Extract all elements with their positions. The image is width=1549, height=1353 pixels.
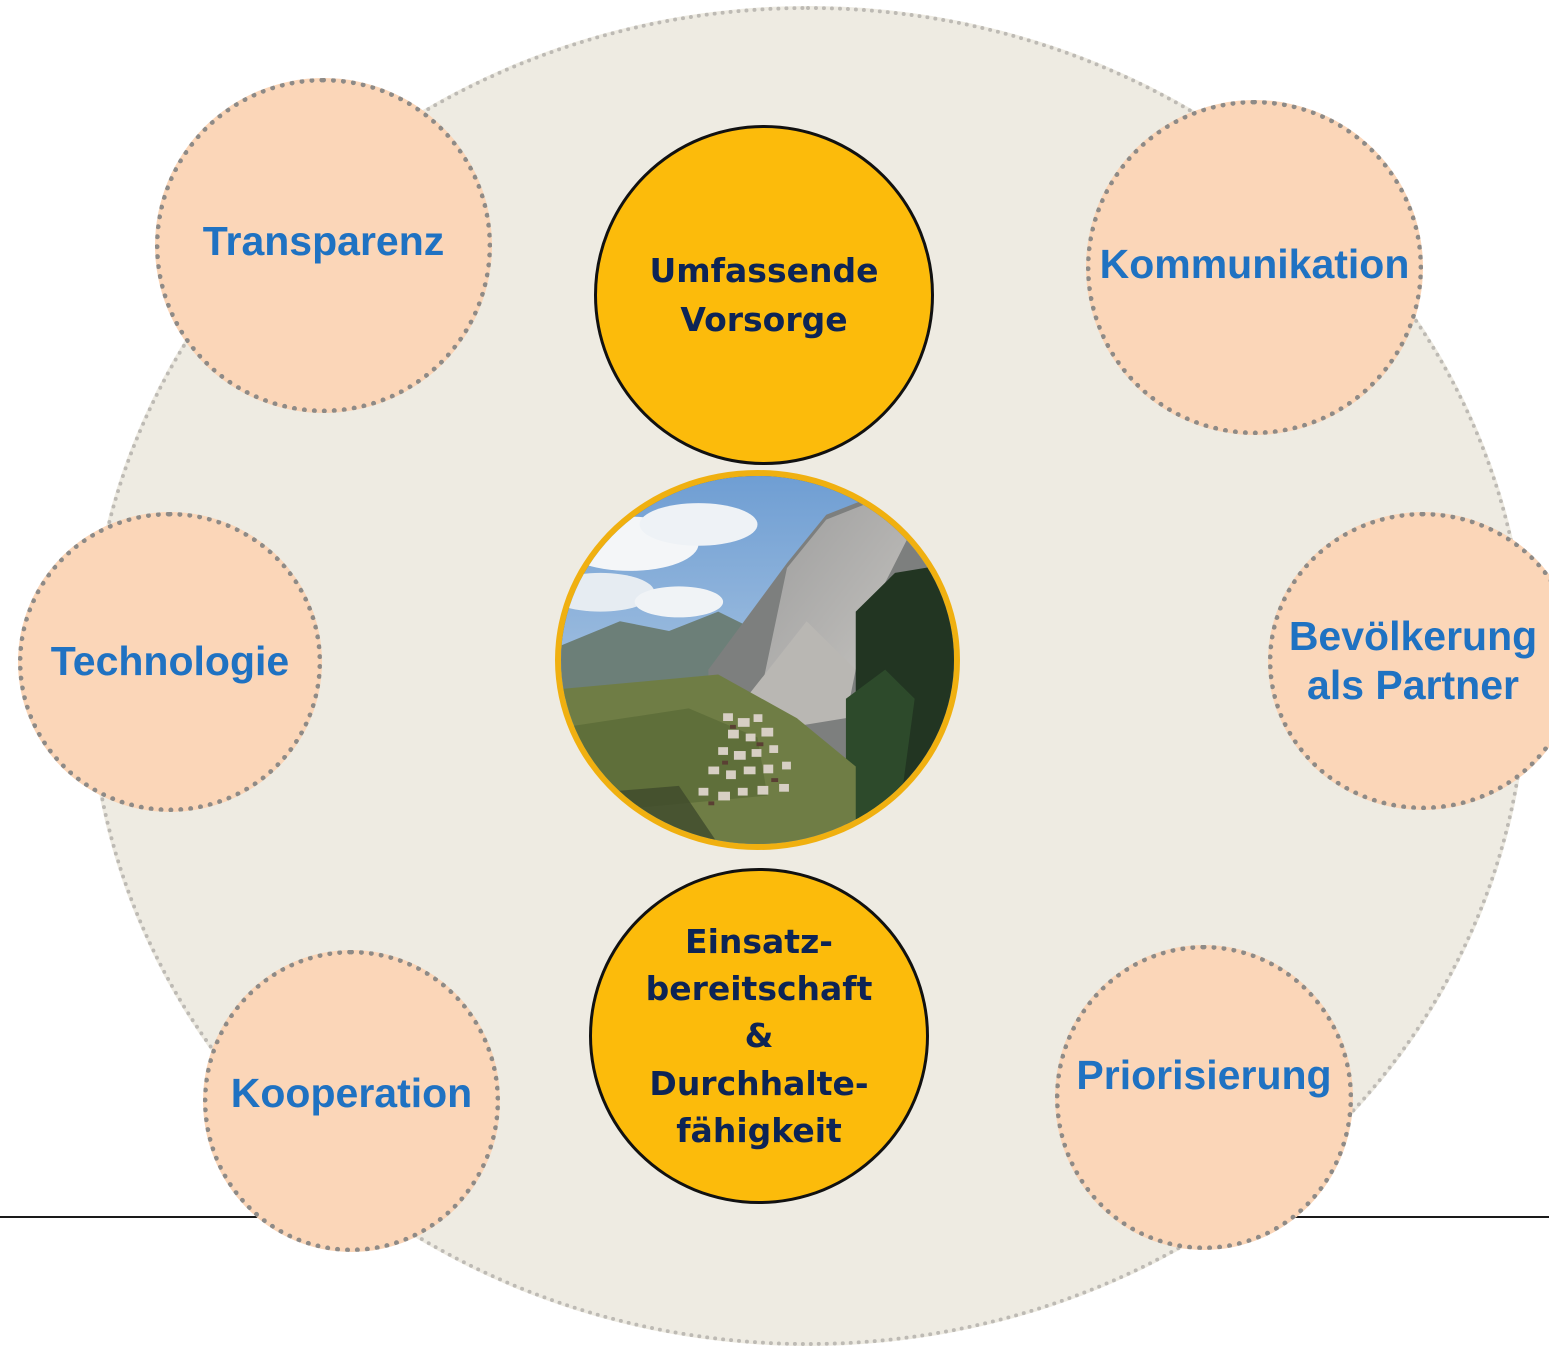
landscape-illustration (561, 476, 954, 844)
node-einsatzbereitschaft: Einsatz- bereitschaft & Durchhalte- fähi… (589, 868, 929, 1204)
node-kommunikation: Kommunikation (1086, 100, 1423, 435)
node-technologie-label: Technologie (50, 638, 290, 685)
node-kooperation-label: Kooperation (230, 1070, 473, 1117)
mountain-landslide-village-photo (555, 470, 960, 850)
node-priorisierung: Priorisierung (1055, 945, 1353, 1250)
node-umfassende-vorsorge-label: Umfassende Vorsorge (649, 250, 879, 340)
node-bevoelkerung-label: Bevölkerung als Partner (1288, 612, 1538, 708)
node-technologie: Technologie (18, 512, 322, 812)
node-bevoelkerung: Bevölkerung als Partner (1268, 512, 1549, 810)
node-priorisierung-label: Priorisierung (1076, 1051, 1332, 1098)
node-transparenz-label: Transparenz (202, 217, 445, 264)
node-transparenz: Transparenz (155, 78, 492, 413)
node-umfassende-vorsorge: Umfassende Vorsorge (594, 125, 934, 465)
node-einsatzbereitschaft-label: Einsatz- bereitschaft & Durchhalte- fähi… (645, 922, 873, 1150)
node-kommunikation-label: Kommunikation (1099, 240, 1410, 287)
node-kooperation: Kooperation (203, 950, 500, 1252)
